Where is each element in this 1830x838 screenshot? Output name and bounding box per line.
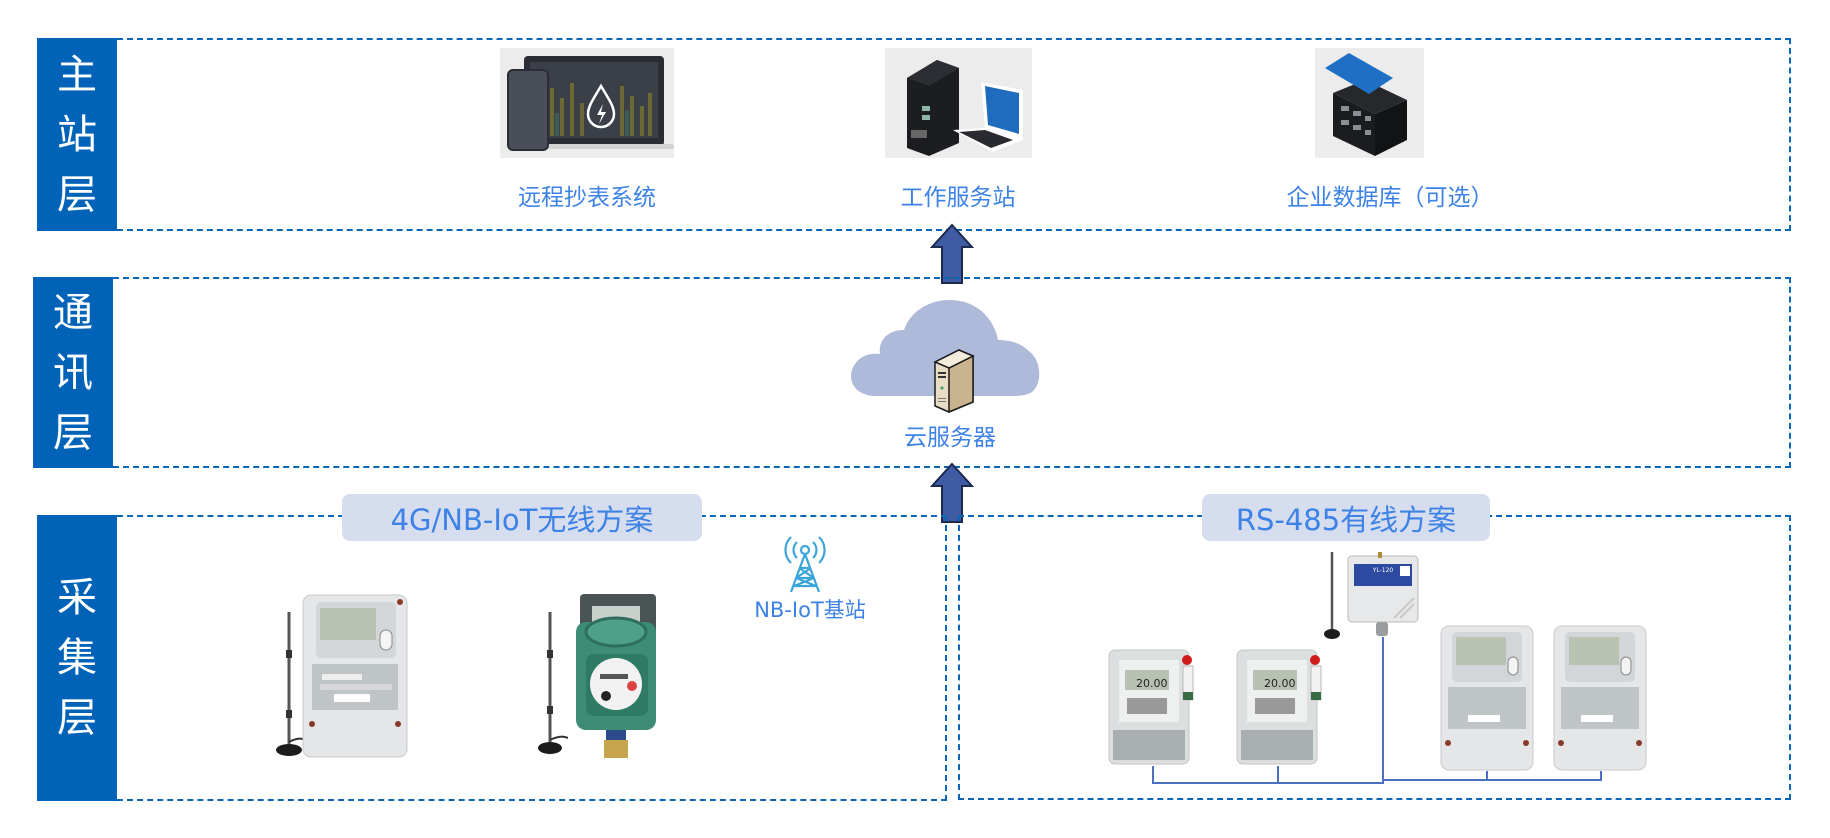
antenna-icon bbox=[1324, 552, 1340, 639]
three-phase-meter-icon bbox=[1440, 625, 1534, 771]
rs485-drop-line bbox=[1486, 771, 1488, 781]
up-arrow-icon bbox=[930, 223, 974, 284]
rs485-bus-line bbox=[1382, 779, 1601, 781]
rs485-gateway-icon bbox=[1347, 552, 1419, 636]
up-arrow-icon bbox=[930, 462, 974, 523]
server-icon bbox=[933, 349, 975, 414]
rs485-drop-line bbox=[1600, 771, 1602, 781]
workstation-server-icon bbox=[885, 48, 1032, 158]
gateway-label: YL-120 bbox=[1372, 567, 1394, 574]
wired-section-title: RS-485有线方案 bbox=[1202, 494, 1490, 541]
three-phase-meter-icon bbox=[302, 594, 408, 758]
node-caption-workstation: 工作服务站 bbox=[900, 185, 1016, 211]
layer-label-char: 层 bbox=[57, 171, 97, 218]
database-server-icon bbox=[1315, 48, 1424, 158]
layer-label-char: 主 bbox=[57, 51, 97, 98]
layer-label-char: 站 bbox=[57, 111, 97, 158]
antenna-icon bbox=[276, 612, 304, 756]
rs485-bus-line bbox=[1152, 782, 1383, 784]
node-caption-meter-reading-system: 远程抄表系统 bbox=[518, 185, 656, 211]
node-caption-base-station: NB-IoT基站 bbox=[754, 598, 866, 622]
cloud-icon bbox=[851, 300, 1040, 396]
node-caption-cloud-server: 云服务器 bbox=[904, 425, 996, 451]
layer-label-master: 主 站 层 bbox=[37, 38, 117, 231]
layer-label-char: 集 bbox=[57, 635, 97, 681]
node-caption-enterprise-database: 企业数据库（可选） bbox=[1286, 185, 1494, 211]
layer-label-comm: 通 讯 层 bbox=[33, 277, 113, 468]
layer-label-char: 层 bbox=[53, 409, 93, 456]
layer-label-char: 层 bbox=[57, 695, 97, 741]
rs485-drop-line bbox=[1277, 766, 1279, 783]
water-meter-icon bbox=[576, 594, 656, 758]
rs485-drop-line bbox=[1152, 766, 1154, 783]
antenna-icon bbox=[538, 612, 568, 754]
wireless-section-title: 4G/NB-IoT无线方案 bbox=[342, 494, 702, 541]
monitor-dashboard-icon bbox=[500, 48, 674, 158]
three-phase-meter-icon bbox=[1553, 625, 1647, 771]
meter-display-reading: 20.00 bbox=[1136, 677, 1168, 690]
layer-label-char: 讯 bbox=[53, 349, 93, 396]
layer-label-char: 采 bbox=[57, 575, 97, 621]
antenna-tower-icon bbox=[784, 536, 826, 593]
single-phase-meter-icon bbox=[1236, 649, 1322, 765]
single-phase-meter-icon bbox=[1108, 649, 1194, 765]
rs485-drop-line bbox=[1382, 637, 1384, 784]
layer-label-collect: 采 集 层 bbox=[37, 515, 117, 801]
layer-label-char: 通 bbox=[53, 289, 93, 336]
meter-display-reading: 20.00 bbox=[1264, 677, 1296, 690]
